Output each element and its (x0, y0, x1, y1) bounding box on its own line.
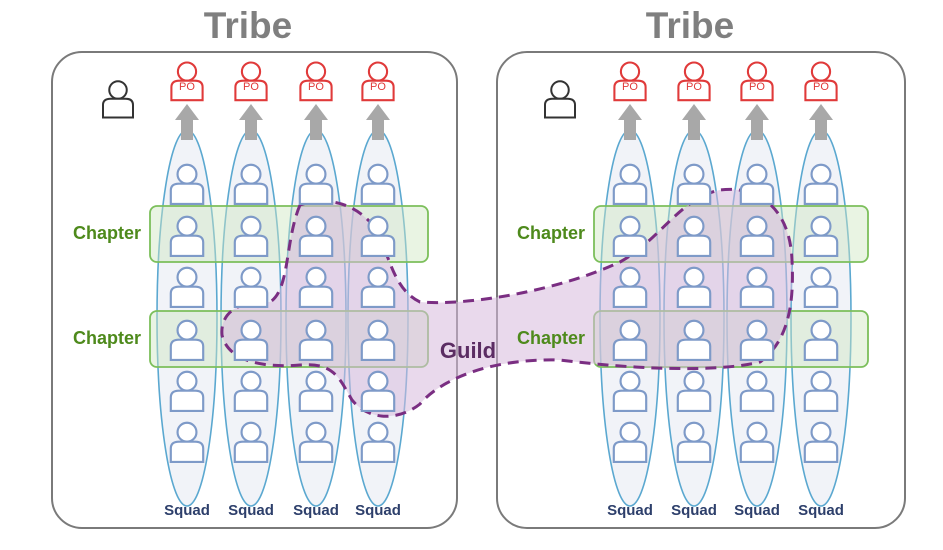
person-icon (169, 421, 205, 463)
po-person-icon (613, 61, 647, 102)
person-icon (739, 421, 775, 463)
person-icon (803, 319, 839, 361)
po-person-icon (677, 61, 711, 102)
person-icon (803, 215, 839, 257)
po-person-icon (740, 61, 774, 102)
po-label: PO (749, 81, 765, 93)
po-label: PO (179, 81, 195, 93)
person-icon (803, 370, 839, 412)
squad-label: Squad (355, 502, 401, 519)
person-icon (298, 215, 334, 257)
person-icon (360, 319, 396, 361)
chapter-label: Chapter (73, 328, 141, 348)
person-icon (676, 319, 712, 361)
squad-label: Squad (228, 502, 274, 519)
person-icon (612, 370, 648, 412)
tribe-title: Tribe (204, 5, 292, 46)
person-icon (233, 421, 269, 463)
person-icon (612, 319, 648, 361)
person-icon (233, 215, 269, 257)
person-icon (298, 266, 334, 308)
person-icon (360, 266, 396, 308)
po-label: PO (370, 81, 386, 93)
person-icon (739, 163, 775, 205)
person-icon (169, 215, 205, 257)
squad-label: Squad (607, 502, 653, 519)
person-icon (739, 370, 775, 412)
person-icon (298, 163, 334, 205)
guild-label: Guild (440, 338, 496, 363)
squad-label: Squad (671, 502, 717, 519)
person-icon (233, 319, 269, 361)
person-icon (676, 266, 712, 308)
po-person-icon (234, 61, 268, 102)
po-label: PO (686, 81, 702, 93)
person-icon (360, 163, 396, 205)
up-arrow-icon (745, 104, 769, 140)
person-icon (803, 421, 839, 463)
person-icon (169, 266, 205, 308)
person-icon (298, 319, 334, 361)
person-icon (676, 370, 712, 412)
person-icon (612, 215, 648, 257)
person-icon (739, 319, 775, 361)
po-person-icon (299, 61, 333, 102)
tribe-container (496, 51, 906, 529)
squad-label: Squad (293, 502, 339, 519)
chapter-label: Chapter (517, 223, 585, 243)
person-icon (360, 215, 396, 257)
chapter-label: Chapter (73, 223, 141, 243)
squad-label: Squad (164, 502, 210, 519)
person-icon (803, 163, 839, 205)
person-icon (676, 421, 712, 463)
po-label: PO (308, 81, 324, 93)
person-icon (233, 163, 269, 205)
squad-label: Squad (734, 502, 780, 519)
person-icon (803, 266, 839, 308)
po-label: PO (813, 81, 829, 93)
person-icon (298, 370, 334, 412)
po-label: PO (243, 81, 259, 93)
person-icon (676, 215, 712, 257)
up-arrow-icon (175, 104, 199, 140)
person-icon (739, 266, 775, 308)
po-person-icon (170, 61, 204, 102)
chapter-label: Chapter (517, 328, 585, 348)
po-person-icon (804, 61, 838, 102)
tribe-container (51, 51, 458, 529)
up-arrow-icon (304, 104, 328, 140)
person-icon (233, 266, 269, 308)
lead-person-icon (102, 80, 134, 119)
up-arrow-icon (618, 104, 642, 140)
up-arrow-icon (809, 104, 833, 140)
person-icon (298, 421, 334, 463)
up-arrow-icon (239, 104, 263, 140)
po-person-icon (361, 61, 395, 102)
lead-person-icon (544, 80, 576, 119)
up-arrow-icon (682, 104, 706, 140)
person-icon (676, 163, 712, 205)
person-icon (360, 370, 396, 412)
person-icon (360, 421, 396, 463)
person-icon (612, 163, 648, 205)
person-icon (233, 370, 269, 412)
person-icon (169, 163, 205, 205)
up-arrow-icon (366, 104, 390, 140)
po-label: PO (622, 81, 638, 93)
person-icon (612, 421, 648, 463)
squad-label: Squad (798, 502, 844, 519)
person-icon (169, 370, 205, 412)
tribe-title: Tribe (646, 5, 734, 46)
person-icon (739, 215, 775, 257)
person-icon (612, 266, 648, 308)
person-icon (169, 319, 205, 361)
